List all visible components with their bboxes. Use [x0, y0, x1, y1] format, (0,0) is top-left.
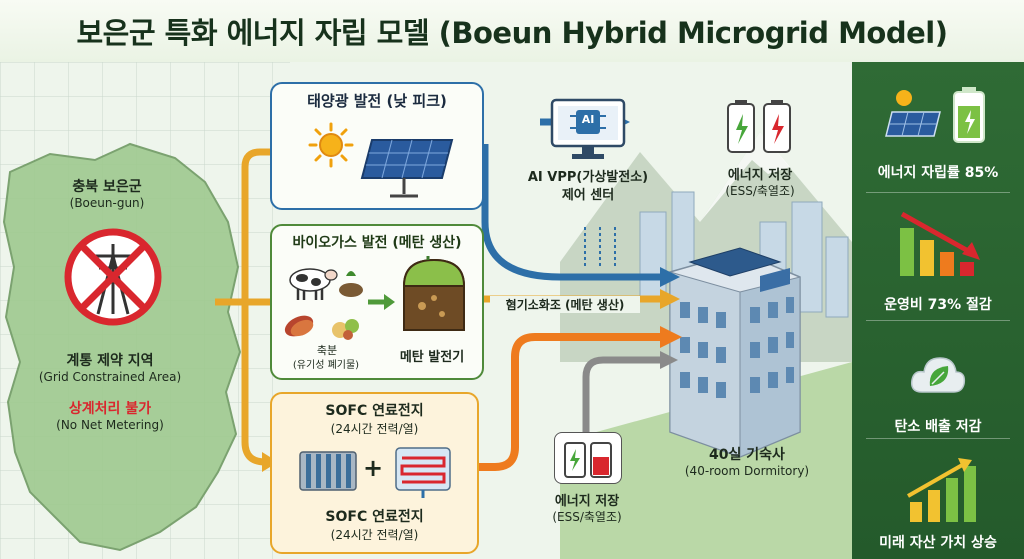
region-map-shape [2, 142, 242, 552]
sidebar-item-asset-value: 미래 자산 가치 상승 [852, 442, 1024, 559]
no-net-metering: 상계처리 불가 [68, 401, 152, 417]
storage-bottom-line1: 에너지 저장 [554, 494, 620, 509]
sidebar-item-self-sufficiency: 에너지 자립률 85% [852, 62, 1024, 186]
storage-top-line1: 에너지 저장 [727, 168, 793, 183]
sidebar-divider [866, 192, 1010, 193]
growth-chart-icon [907, 458, 976, 522]
benefits-sidebar: 에너지 자립률 85% 운영비 73% 절감 탄소 배출 저감 [852, 62, 1024, 559]
storage-bottom-box [554, 432, 622, 484]
digester-tank-icon [402, 256, 466, 331]
sweet-potato-icon [284, 315, 314, 337]
sofc-box: SOFC 연료전지 (24시간 전력/열) + SOFC 연료전지 (24시간 … [270, 392, 479, 554]
sidebar-item-label: 미래 자산 가치 상승 [879, 535, 997, 551]
food-waste-icon [332, 319, 359, 340]
storage-bottom-line2: (ESS/축열조) [552, 510, 622, 524]
storage-top-line2: (ESS/축열조) [725, 184, 795, 198]
fuel-cell-stack-icon [299, 451, 357, 491]
sofc-title: SOFC 연료전지 [325, 403, 424, 419]
organic-waste-label: (유기성 폐기물) [292, 360, 360, 371]
methane-generator-label: 메탄 발전기 [399, 350, 465, 365]
sun-icon [308, 122, 354, 168]
sidebar-item-cost-savings: 운영비 73% 절감 [852, 194, 1024, 318]
solar-battery-icon [885, 87, 985, 143]
solar-title: 태양광 발전 (낮 피크) [307, 92, 447, 110]
sidebar-item-label: 탄소 배출 저감 [894, 419, 982, 435]
sidebar-item-carbon: 탄소 배출 저감 [852, 324, 1024, 436]
sidebar-divider [866, 438, 1010, 439]
dormitory-building [669, 247, 801, 458]
region-name-en: (Boeun-gun) [69, 196, 145, 210]
dormitory-name: 40실 기숙사 [709, 447, 785, 463]
heat-exchanger-icon [395, 447, 451, 498]
solar-panel-icon [360, 139, 454, 198]
vpp-label-line2: 제어 센터 [561, 188, 615, 203]
sofc-subtitle: (24시간 전력/열) [330, 422, 419, 436]
battery-top-icon [727, 100, 791, 153]
green-arrow-icon [368, 294, 395, 310]
sofc-bottom-title: SOFC 연료전지 [325, 509, 424, 525]
biogas-title: 바이오가스 발전 (메탄 생산) [292, 235, 462, 251]
sofc-plus: + [362, 454, 384, 482]
dormitory-name-en: (40-room Dormitory) [684, 464, 810, 478]
battery-bottom-icon [564, 442, 612, 478]
region-constraint-en: (Grid Constrained Area) [38, 370, 182, 384]
vpp-label-line1: AI VPP(가상발전소) [527, 170, 649, 185]
ai-vpp-monitor-icon [550, 98, 626, 159]
cost-down-chart-icon [900, 211, 980, 276]
solar-panel-box: 태양광 발전 (낮 피크) [270, 82, 484, 210]
manure-label: 축분 [316, 344, 338, 357]
page-title: 보은군 특화 에너지 자립 모델 (Boeun Hybrid Microgrid… [0, 0, 1024, 62]
region-constraint: 계통 제약 지역 [66, 353, 154, 369]
sidebar-divider [866, 320, 1010, 321]
sofc-bottom-subtitle: (24시간 전력/열) [330, 528, 419, 542]
region-name: 충북 보은군 [72, 179, 142, 195]
no-grid-icon [64, 228, 162, 326]
leaf-cloud-icon [910, 357, 966, 393]
no-net-metering-en: (No Net Metering) [56, 418, 164, 432]
manure-icon [339, 271, 363, 297]
digestion-label: 혐기소화조 (메탄 생산) [490, 296, 640, 313]
sidebar-item-label: 운영비 73% 절감 [884, 297, 992, 313]
ai-chip-label: AI [581, 113, 595, 126]
biogas-box: 바이오가스 발전 (메탄 생산) 축분 (유기성 폐기물) 메탄 발전기 [270, 224, 484, 380]
sidebar-item-label: 에너지 자립률 85% [877, 165, 999, 181]
cow-icon [289, 268, 338, 300]
